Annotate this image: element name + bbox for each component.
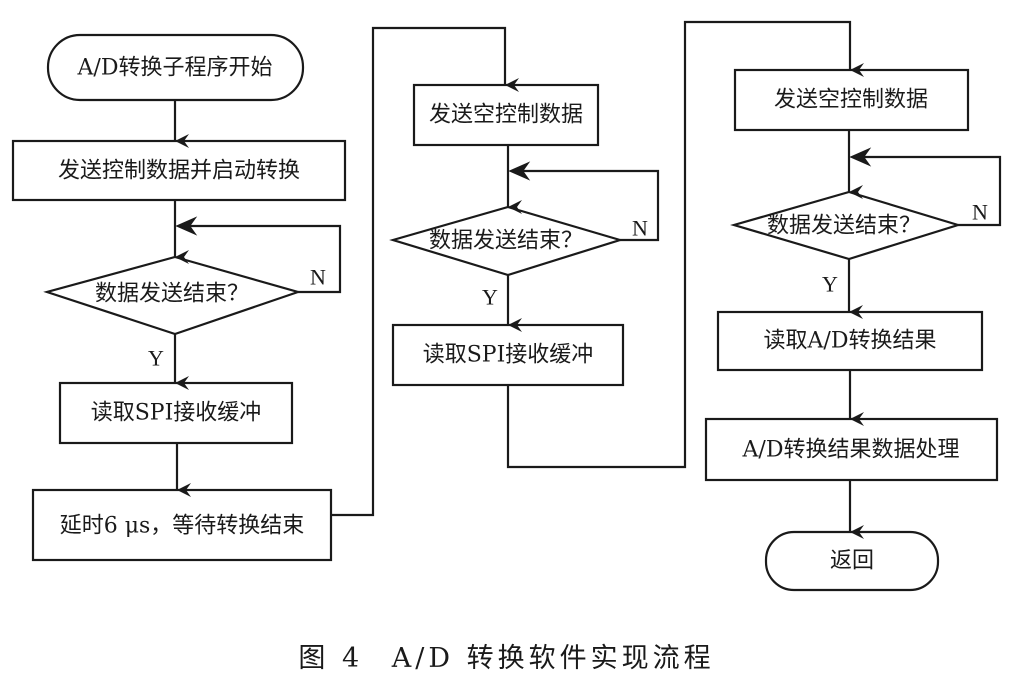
- figure-number: 图 4: [298, 643, 364, 674]
- check3-yes-label: Y: [822, 272, 838, 297]
- return-text: 返回: [830, 549, 874, 574]
- read-result-text: 读取A/D转换结果: [764, 329, 937, 354]
- read-spi2-text: 读取SPI接收缓冲: [423, 343, 594, 368]
- send-empty1-box: [412, 83, 600, 147]
- check2-text: 数据发送结束？: [429, 229, 583, 254]
- check1-yes-label: Y: [148, 346, 164, 371]
- check1-text: 数据发送结束？: [95, 282, 249, 307]
- arrowhead-check1-loop: [175, 216, 198, 236]
- process-result-box: [704, 417, 999, 482]
- edge-check2-no-loop: [513, 169, 660, 242]
- arrowhead-check3-loop: [849, 147, 872, 167]
- figure-caption: 图 4 A/D 转换软件实现流程: [0, 636, 1013, 675]
- send-ctrl-text: 发送控制数据并启动转换: [58, 159, 300, 184]
- send-empty2-text: 发送空控制数据: [774, 88, 928, 113]
- send-ctrl-box: [11, 139, 347, 202]
- edge-delay-to-send-empty1: [331, 26, 519, 517]
- edge-check1-no-loop: [180, 224, 342, 294]
- start-text: A/D转换子程序开始: [77, 56, 273, 81]
- send-empty1-text: 发送空控制数据: [429, 103, 583, 128]
- check1-no-label: N: [310, 265, 326, 290]
- check3-text: 数据发送结束？: [767, 214, 921, 239]
- delay-text: 延时6 μs，等待转换结束: [60, 514, 305, 539]
- send-empty2-box: [733, 68, 970, 132]
- arrowhead-check2-loop: [508, 161, 531, 181]
- edge-read-spi2-to-send-empty2: [506, 20, 864, 469]
- check2-yes-label: Y: [482, 285, 498, 310]
- figure-title: A/D 转换软件实现流程: [391, 643, 715, 674]
- edge-check3-no-loop: [854, 155, 1002, 227]
- return-terminal: [764, 530, 940, 592]
- read-spi1-text: 读取SPI接收缓冲: [91, 401, 262, 426]
- check3-no-label: N: [972, 200, 988, 225]
- check2-no-label: N: [632, 216, 648, 241]
- process-result-text: A/D转换结果数据处理: [742, 438, 960, 463]
- delay-box: [31, 488, 333, 562]
